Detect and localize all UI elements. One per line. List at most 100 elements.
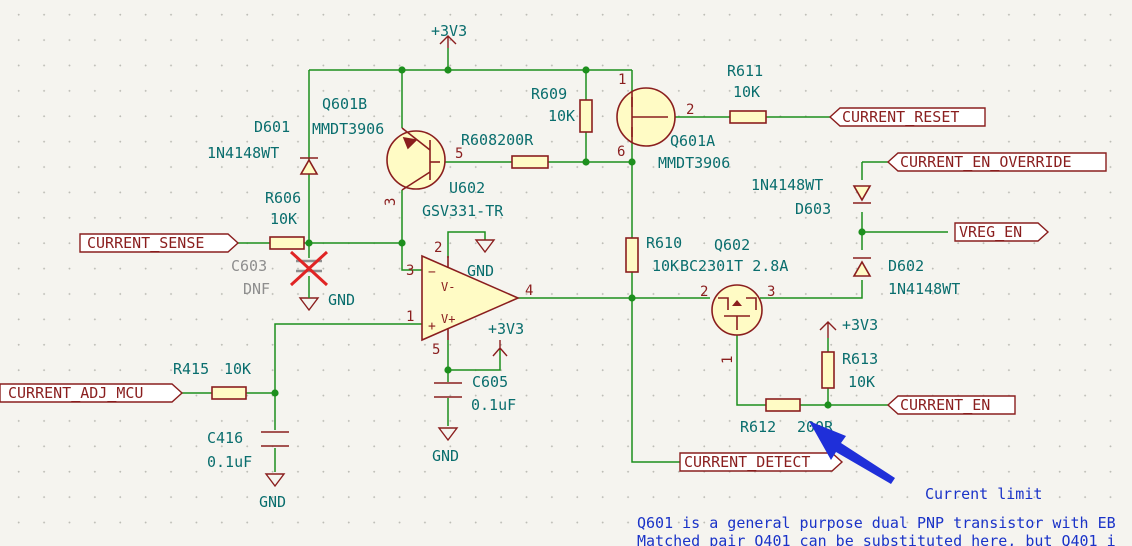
q601a-ref: Q601A xyxy=(670,132,715,150)
gnd-c605: GND xyxy=(432,427,459,465)
q602-pin2: 2 xyxy=(700,284,708,300)
q601a-pin2: 2 xyxy=(686,102,694,118)
r613-ref: R613 xyxy=(842,350,878,368)
capacitor-c605[interactable]: C605 0.1uF xyxy=(434,373,516,414)
c416-ref: C416 xyxy=(207,429,243,447)
d602-ref: D602 xyxy=(888,257,924,275)
label-current-en-override[interactable]: CURRENT_EN_OVERRIDE xyxy=(886,152,1107,172)
label-current-detect-text: CURRENT_DETECT xyxy=(684,453,810,471)
label-current-adj-mcu[interactable]: CURRENT_ADJ_MCU xyxy=(0,383,184,403)
annotation-arrow xyxy=(809,421,895,484)
q601b-pin3: 3 xyxy=(383,198,399,206)
note-line-2: Matched pair Q401 can be substituted her… xyxy=(637,532,1116,546)
q602-ref: Q602 xyxy=(714,236,750,254)
r610-ref: R610 xyxy=(646,234,682,252)
transistor-q601b[interactable]: 5 3 Q601B MMDT3906 xyxy=(312,95,463,206)
d603-value: 1N4148WT xyxy=(751,176,823,194)
gnd-c603: GND xyxy=(298,290,355,312)
r608-ref: R608200R xyxy=(461,131,534,149)
power-3v3-top: +3V3 xyxy=(431,22,467,48)
q601a-value: MMDT3906 xyxy=(658,154,730,172)
label-current-reset[interactable]: CURRENT_RESET xyxy=(828,107,986,127)
u602-pin2: 2 xyxy=(434,240,442,256)
u602-ref: U602 xyxy=(449,179,485,197)
gnd-u602-label: GND xyxy=(467,262,494,280)
c603-value: DNF xyxy=(243,280,270,298)
d601-value: 1N4148WT xyxy=(207,144,279,162)
power-3v3-opamp-label: +3V3 xyxy=(488,320,524,338)
label-current-reset-text: CURRENT_RESET xyxy=(842,108,959,126)
q602-value: BC2301T 2.8A xyxy=(680,257,788,275)
opamp-u602[interactable]: − + V- V+ 2 3 1 4 5 U602 GSV331-TR xyxy=(406,179,533,358)
q602-pin3: 3 xyxy=(767,284,775,300)
d603-ref: D603 xyxy=(795,200,831,218)
u602-pin3: 3 xyxy=(406,263,414,279)
svg-text:V+: V+ xyxy=(441,312,455,326)
junctions xyxy=(271,66,866,409)
gnd-c605-label: GND xyxy=(432,447,459,465)
q601b-ref: Q601B xyxy=(322,95,367,113)
power-3v3-r613-label: +3V3 xyxy=(842,316,878,334)
diode-d603[interactable]: 1N4148WT D603 xyxy=(751,176,872,218)
capacitor-c416[interactable]: C416 0.1uF xyxy=(207,429,289,471)
gnd-u602: GND xyxy=(467,239,496,280)
r613-value: 10K xyxy=(848,373,875,391)
annotation-current-limit: Current limit xyxy=(925,485,1042,503)
resistor-r609[interactable]: R609 10K xyxy=(531,85,593,133)
u602-value: GSV331-TR xyxy=(422,202,504,220)
svg-text:+: + xyxy=(428,319,436,334)
label-vreg-en-text: VREG_EN xyxy=(959,223,1022,241)
c603-ref: C603 xyxy=(231,257,267,275)
q601a-pin1: 1 xyxy=(618,72,626,88)
r609-value: 10K xyxy=(548,107,575,125)
label-current-en[interactable]: CURRENT_EN xyxy=(886,395,1016,415)
q602-pin1: 1 xyxy=(720,356,736,364)
u602-pin5: 5 xyxy=(432,342,440,358)
r606-ref: R606 xyxy=(265,189,301,207)
r612-ref: R612 xyxy=(740,418,776,436)
power-3v3-r613: +3V3 xyxy=(819,316,878,338)
mosfet-q602[interactable]: 2 3 1 Q602 BC2301T 2.8A xyxy=(680,236,788,364)
gnd-c416: GND xyxy=(259,473,286,511)
resistor-r415[interactable]: R415 10K xyxy=(173,360,251,400)
power-3v3-top-label: +3V3 xyxy=(431,22,467,40)
r609-ref: R609 xyxy=(531,85,567,103)
capacitor-c603[interactable]: C603 DNF xyxy=(231,250,329,298)
u602-pin4: 4 xyxy=(525,283,533,299)
q601b-pin5: 5 xyxy=(455,146,463,162)
r610-value: 10K xyxy=(652,257,679,275)
svg-text:V-: V- xyxy=(441,280,455,294)
r611-ref: R611 xyxy=(727,62,763,80)
q601b-value: MMDT3906 xyxy=(312,120,384,138)
transistor-q601a[interactable]: 1 2 6 Q601A MMDT3906 xyxy=(616,72,730,172)
q601a-pin6: 6 xyxy=(617,144,625,160)
svg-text:−: − xyxy=(428,265,436,280)
dnf-x-mark xyxy=(289,250,329,287)
label-current-detect[interactable]: CURRENT_DETECT xyxy=(679,452,844,472)
resistor-r608[interactable]: R608200R xyxy=(461,131,549,169)
resistor-r613[interactable]: R613 10K xyxy=(821,350,878,391)
label-current-sense[interactable]: CURRENT_SENSE xyxy=(79,233,240,253)
r415-ref: R415 xyxy=(173,360,209,378)
r415-value: 10K xyxy=(224,360,251,378)
c605-value: 0.1uF xyxy=(471,396,516,414)
label-current-en-override-text: CURRENT_EN_OVERRIDE xyxy=(900,153,1072,171)
diode-d602[interactable]: D602 1N4148WT xyxy=(852,257,960,298)
c605-ref: C605 xyxy=(472,373,508,391)
c416-value: 0.1uF xyxy=(207,453,252,471)
label-vreg-en[interactable]: VREG_EN xyxy=(954,222,1050,242)
power-3v3-opamp: +3V3 xyxy=(488,320,524,357)
wires xyxy=(182,48,948,472)
d601-ref: D601 xyxy=(254,118,290,136)
gnd-c416-label: GND xyxy=(259,493,286,511)
resistor-r610[interactable]: R610 10K xyxy=(625,234,682,275)
resistor-r606[interactable]: R606 10K xyxy=(265,189,305,250)
r606-value: 10K xyxy=(270,210,297,228)
note-line-1: Q601 is a general purpose dual PNP trans… xyxy=(637,514,1116,532)
r611-value: 10K xyxy=(733,83,760,101)
d602-value: 1N4148WT xyxy=(888,280,960,298)
resistor-r611[interactable]: R611 10K xyxy=(727,62,767,124)
diode-d601[interactable]: D601 1N4148WT xyxy=(207,118,319,175)
label-current-adj-mcu-text: CURRENT_ADJ_MCU xyxy=(8,384,143,402)
